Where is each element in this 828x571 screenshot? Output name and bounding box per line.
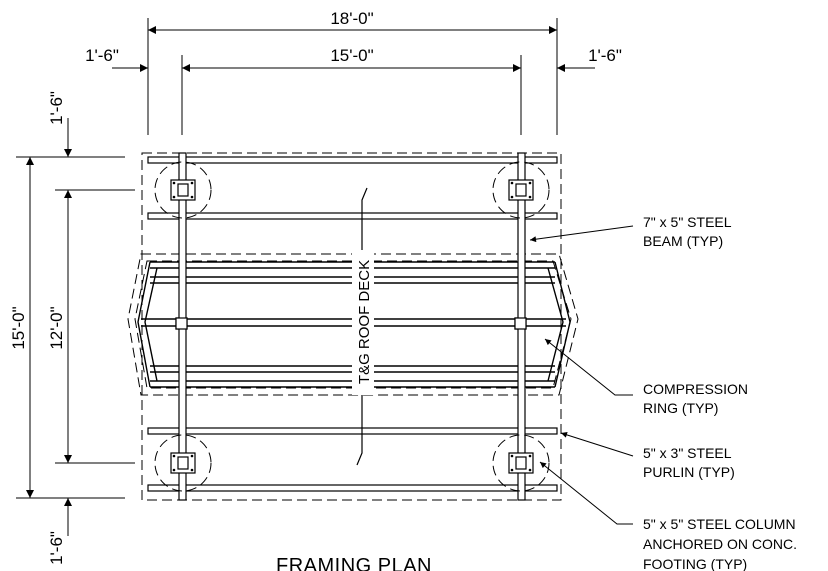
column-top-right (492, 161, 550, 219)
top-overhang-label: 1'-6" (47, 91, 66, 125)
beams (175, 152, 527, 501)
purlin (147, 212, 558, 220)
column-callout-line1: 5" x 5" STEEL COLUMN (643, 516, 796, 532)
column-callout-line3: FOOTING (TYP) (643, 556, 747, 571)
column-callout-line2: ANCHORED ON CONC. (643, 536, 797, 552)
inner-width-label: 15'-0" (330, 46, 373, 65)
ring-callout-line2: RING (TYP) (643, 400, 718, 416)
purlin-callout-line2: PURLIN (TYP) (643, 464, 735, 480)
columns (154, 161, 550, 492)
beam-callout-line2: BEAM (TYP) (643, 233, 723, 249)
ring-callout-line1: COMPRESSION (643, 381, 748, 397)
deck-label: T&G ROOF DECK (356, 260, 373, 384)
right-overhang-label: 1'-6" (588, 46, 622, 65)
left-overhang-label: 1'-6" (85, 46, 119, 65)
callout-leaders (529, 225, 634, 525)
purlin (147, 484, 558, 492)
deck-direction-line: T&G ROOF DECK (352, 187, 374, 466)
inner-depth-label: 12'-0" (47, 306, 66, 349)
callouts: 7" x 5" STEEL BEAM (TYP) COMPRESSION RIN… (643, 214, 797, 571)
column-bottom-left (154, 434, 212, 492)
purlin (147, 427, 558, 435)
bottom-overhang-label: 1'-6" (47, 531, 66, 565)
beam-callout-line1: 7" x 5" STEEL (643, 214, 732, 230)
overall-depth-label: 15'-0" (9, 306, 28, 349)
left-dimensions: 15'-0" 12'-0" 1'-6" 1'-6" (9, 91, 135, 565)
drawing-title: FRAMING PLAN (276, 555, 432, 571)
column-top-left (154, 161, 212, 219)
purlin-callout-line1: 5" x 3" STEEL (643, 445, 732, 461)
overall-width-label: 18'-0" (330, 9, 373, 28)
column-bottom-right (492, 434, 550, 492)
purlin (147, 156, 558, 164)
top-dimensions: 18'-0" 15'-0" 1'-6" 1'-6" (85, 9, 622, 135)
